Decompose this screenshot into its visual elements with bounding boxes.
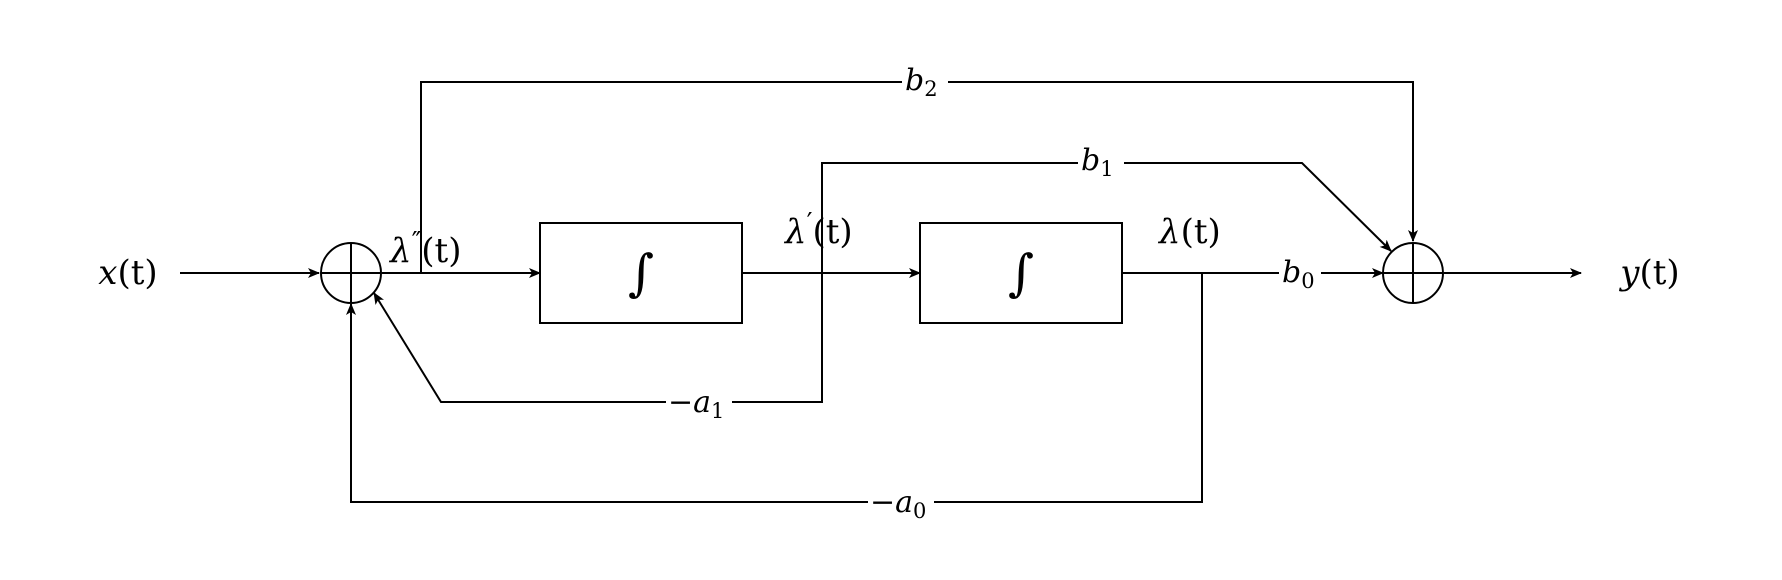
summing-junction-output [1382, 242, 1444, 304]
a0-label-gap [868, 484, 934, 520]
gain-a0-label: −a0 [870, 485, 926, 523]
integral-symbol-2: ∫ [1008, 244, 1034, 302]
b1-label-gap [1078, 144, 1124, 180]
gain-b0-label: b0 [1282, 255, 1315, 293]
integrator-block-1: ∫ [539, 222, 743, 324]
gain-b2-label: b2 [905, 63, 938, 101]
summing-junction-input [320, 242, 382, 304]
output-label: y(t) [1618, 253, 1679, 293]
state-label: λ(t) [1157, 212, 1221, 252]
gain-a1-label: −a1 [668, 385, 724, 423]
second-derivative-label: λ″(t) [388, 227, 461, 271]
gain-b1-label: b1 [1081, 143, 1114, 181]
b0-label-gap [1279, 255, 1321, 291]
b1-feedforward-wire [821, 162, 1392, 273]
integrator-block-2: ∫ [919, 222, 1123, 324]
b2-label-gap [902, 64, 948, 100]
a1-label-gap [666, 384, 732, 420]
a0-feedback-wire [346, 273, 1203, 503]
input-label: x(t) [98, 253, 157, 293]
a1-feedback-wire [373, 273, 823, 403]
first-derivative-label: λ′(t) [783, 208, 853, 252]
integral-symbol-1: ∫ [628, 244, 654, 302]
